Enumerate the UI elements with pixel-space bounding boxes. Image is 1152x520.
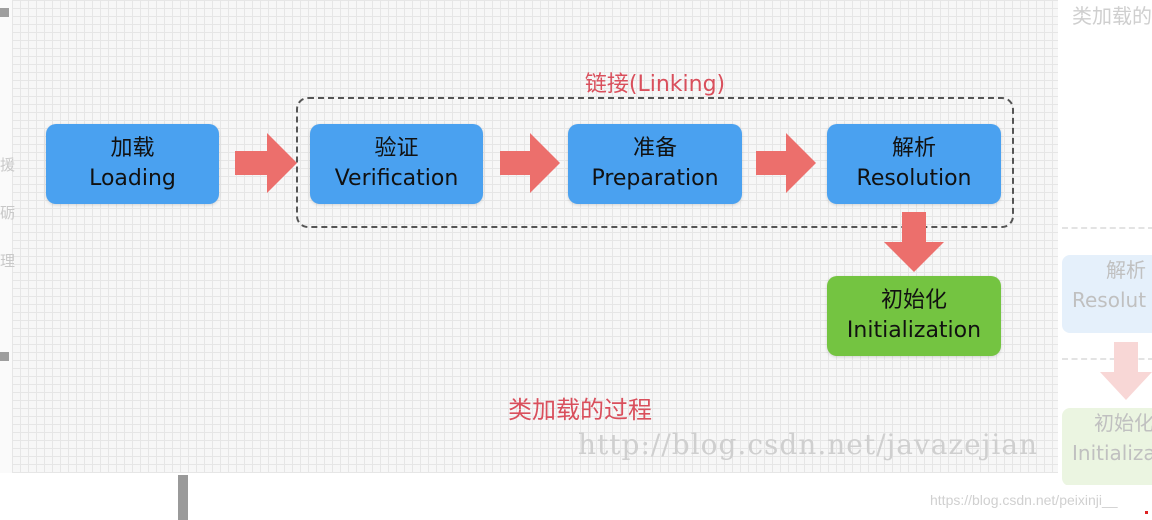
faded-duplicate-panel: 类加载的 解析 Resolut 初始化 Initializa: [1060, 0, 1152, 485]
margin-glyph: 援: [0, 157, 16, 174]
bottom-strip: [0, 473, 1152, 520]
margin-tick: [0, 352, 9, 361]
arrow-down-icon: [884, 212, 944, 272]
faded-resolution-box: 解析 Resolut: [1062, 255, 1152, 333]
margin-glyph: 理: [0, 253, 16, 270]
stage-verification-zh: 验证: [374, 136, 419, 161]
gray-bar: [178, 475, 188, 520]
stage-resolution: 解析 Resolution: [827, 124, 1001, 204]
stage-preparation: 准备 Preparation: [568, 124, 742, 204]
stage-initialization-en: Initialization: [846, 318, 982, 343]
linking-group-frame: [296, 97, 1014, 228]
arrow-right-icon: [756, 133, 816, 193]
stage-loading-en: Loading: [89, 166, 176, 191]
stage-resolution-en: Resolution: [856, 166, 972, 191]
stage-preparation-en: Preparation: [591, 166, 719, 191]
faded-title: 类加载的: [1072, 4, 1152, 28]
faded-resolution-zh: 解析: [1106, 258, 1146, 282]
faded-arrow-down-icon: [1100, 342, 1152, 400]
faded-init-zh: 初始化: [1094, 411, 1152, 435]
arrow-right-icon: [500, 133, 560, 193]
stage-resolution-zh: 解析: [891, 136, 936, 161]
left-margin: 援 砺 理: [0, 0, 16, 473]
faded-dashed-line: [1062, 358, 1152, 360]
csdn-watermark: https://blog.csdn.net/peixinji__: [930, 492, 1118, 508]
faded-resolution-en: Resolut: [1072, 288, 1147, 312]
stage-loading: 加载 Loading: [46, 124, 219, 204]
stage-initialization-zh: 初始化: [880, 288, 947, 313]
arrow-right-icon: [235, 133, 297, 193]
stage-verification: 验证 Verification: [310, 124, 483, 204]
linking-label: 链接(Linking): [584, 72, 726, 97]
faded-initialization-box: 初始化 Initializa: [1062, 408, 1152, 485]
margin-tick: [0, 8, 9, 17]
stage-loading-zh: 加载: [110, 136, 155, 161]
margin-glyph: 砺: [0, 205, 16, 222]
stage-initialization: 初始化 Initialization: [827, 276, 1001, 356]
faded-dashed-line: [1062, 227, 1152, 229]
diagram-canvas: [12, 0, 1058, 473]
stage-verification-en: Verification: [334, 166, 459, 191]
diagram-caption: 类加载的过程: [508, 396, 652, 424]
red-dot: [1145, 511, 1148, 514]
blog-watermark: http://blog.csdn.net/javazejian: [578, 428, 1039, 461]
faded-init-en: Initializa: [1072, 441, 1152, 465]
stage-preparation-zh: 准备: [632, 136, 677, 161]
